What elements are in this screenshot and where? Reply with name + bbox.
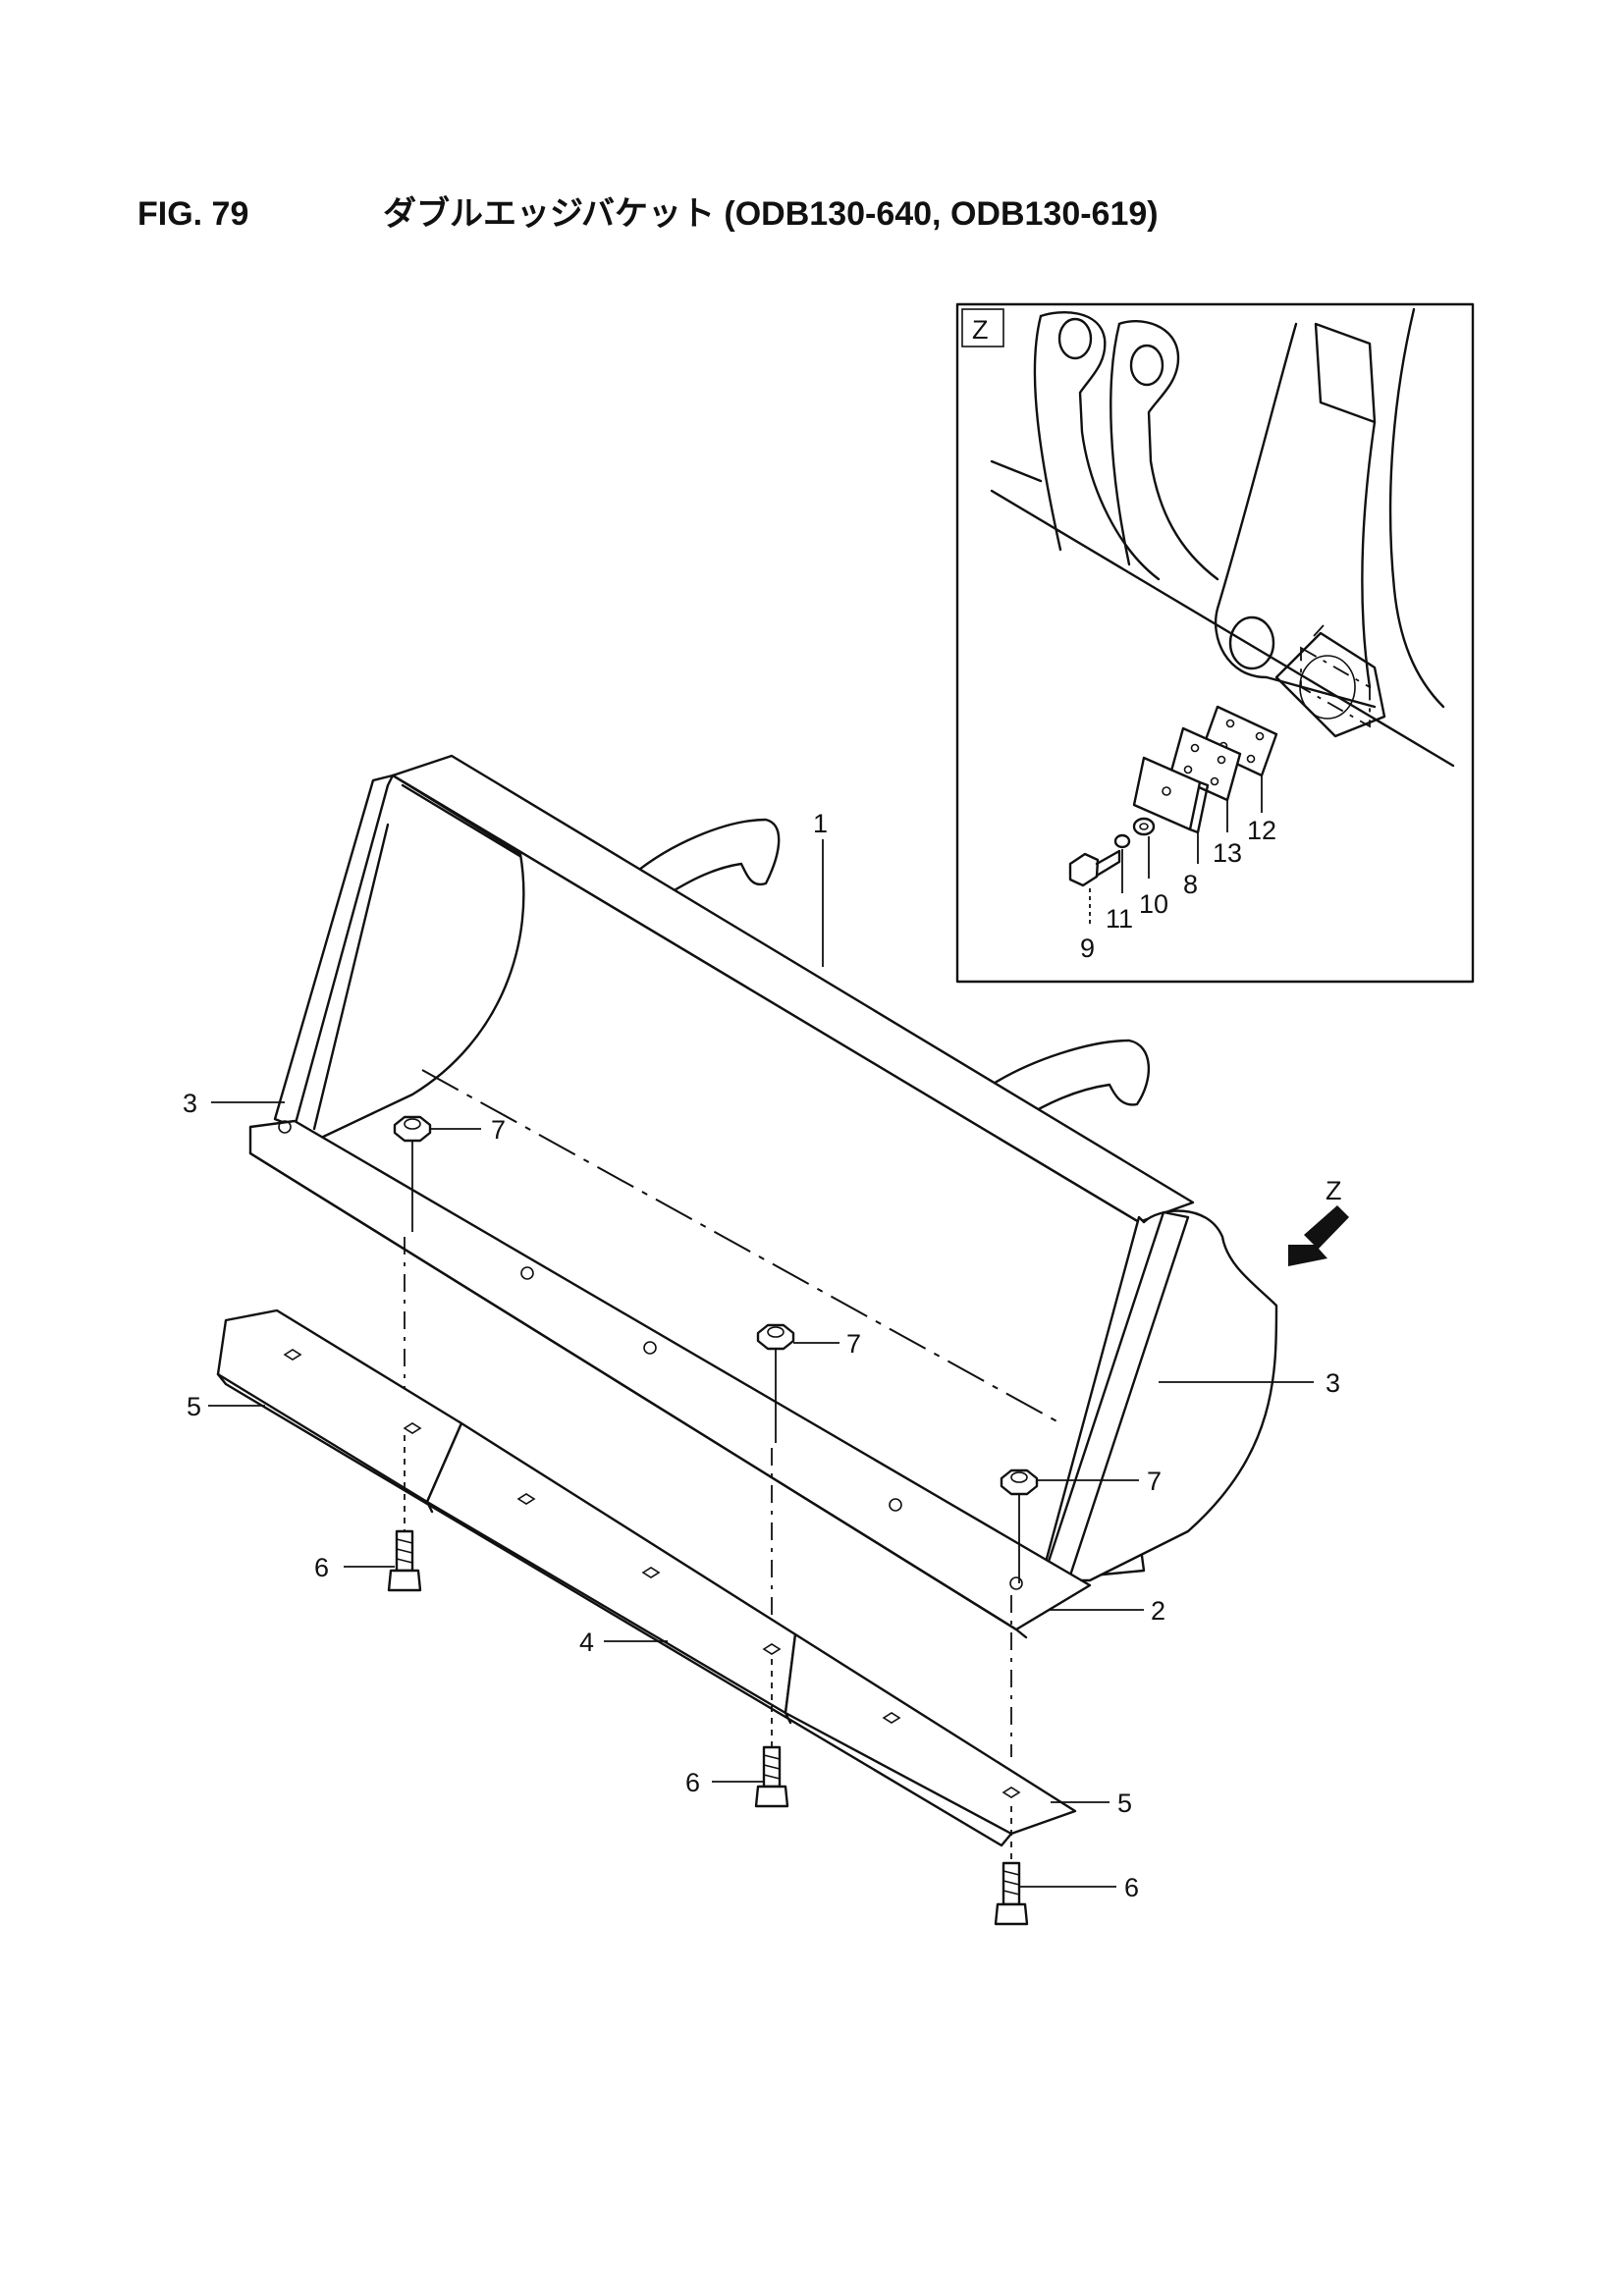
lock-washer-11 [1113, 833, 1131, 849]
callout-7-left: 7 [491, 1115, 506, 1145]
bolt-6-left [387, 1435, 422, 1592]
mounting-boss-hidden-lines [1300, 646, 1371, 728]
callout-6-left: 6 [314, 1553, 329, 1582]
callout-10: 10 [1139, 889, 1168, 919]
view-arrow-label: Z [1326, 1176, 1342, 1205]
bucket-side-curve [1388, 307, 1445, 709]
callout-11: 11 [1106, 904, 1133, 934]
callout-3-right: 3 [1326, 1368, 1340, 1398]
bolt-9-shank [1095, 849, 1121, 878]
arm-left-outline [1039, 311, 1161, 581]
rear-hook-right [990, 1039, 1150, 1121]
view-arrow-icon [1288, 1205, 1349, 1266]
bolt-6-middle [754, 1659, 789, 1808]
callout-3-left: 3 [183, 1089, 197, 1118]
arm-left-pin-hole [1057, 317, 1093, 360]
nut-7-right [1000, 1468, 1039, 1496]
bucket-top-edge-left [990, 459, 1043, 483]
arm-mid-pin-hole [1129, 344, 1164, 387]
nut-7-middle [756, 1323, 795, 1351]
edge-bolt-holes [283, 1349, 1021, 1798]
callout-5-left: 5 [187, 1392, 201, 1421]
arm-left-inner [1033, 314, 1062, 552]
arm-mid-inner [1110, 322, 1131, 566]
bolt-9-head [1068, 852, 1100, 887]
left-side-plate [273, 774, 395, 1129]
callout-5-right: 5 [1117, 1789, 1132, 1818]
cutting-edge-upper-lower-line [248, 1151, 1028, 1639]
callout-6-middle: 6 [685, 1768, 700, 1797]
mounting-boss [1274, 631, 1386, 738]
washer-10 [1132, 817, 1156, 836]
arm-mid-outline [1117, 320, 1219, 581]
bolt-6-right [994, 1806, 1029, 1926]
figure-number: FIG. 79 [137, 195, 249, 233]
arm-right-outline [1214, 322, 1377, 709]
left-side-plate-inner [312, 823, 390, 1131]
view-arrow-z: Z [1288, 1176, 1349, 1266]
edge-segment-4-center [425, 1421, 797, 1715]
callout-leaders [208, 839, 1314, 1888]
callout-8: 8 [1183, 870, 1198, 899]
figure-header: FIG. 79 ダブルエッジバケット (ODB130-640, ODB130-61… [137, 187, 1159, 235]
arm-right-inner [1361, 420, 1377, 689]
edge-segment-splits [425, 1500, 792, 1725]
callout-9: 9 [1080, 934, 1095, 963]
edge-lower-thickness [216, 1372, 1013, 1847]
callout-13: 13 [1213, 838, 1242, 868]
arm-right-block [1314, 322, 1377, 424]
detail-view-frame [955, 302, 1475, 984]
detail-view-label-box [961, 308, 1004, 347]
rear-hook-left [626, 818, 781, 905]
nut-7-left [393, 1115, 432, 1143]
callout-12: 12 [1247, 816, 1276, 845]
mounting-boss-tick [1313, 624, 1325, 637]
bucket-assembly [216, 754, 1278, 1926]
figure-title: ダブルエッジバケット (ODB130-640, ODB130-619) [383, 195, 1159, 233]
callout-1: 1 [813, 809, 828, 838]
detail-view-label: Z [972, 315, 989, 345]
callout-7-middle: 7 [846, 1329, 861, 1359]
mounting-boss-circle [1299, 655, 1356, 720]
callout-2: 2 [1151, 1596, 1165, 1626]
callout-4: 4 [579, 1628, 594, 1657]
detail-view-z: Z [955, 302, 1475, 984]
callout-7-right: 7 [1147, 1467, 1162, 1496]
callout-6-right: 6 [1124, 1873, 1139, 1902]
arm-right-pin-hole [1228, 615, 1275, 670]
bucket-centerline [421, 1069, 1061, 1424]
plate-8-thickness [1188, 780, 1210, 834]
